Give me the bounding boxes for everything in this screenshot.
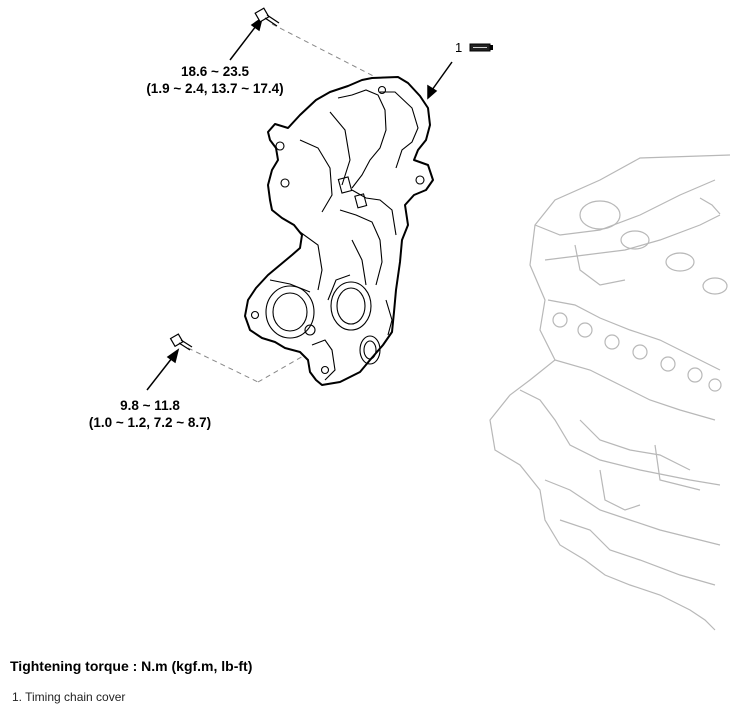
torque-top-converted: (1.9 ~ 2.4, 13.7 ~ 17.4) — [146, 81, 284, 96]
arrows — [146, 16, 453, 391]
cover-details — [250, 85, 425, 381]
timing-chain-cover-diagram — [146, 7, 730, 631]
torque-top-nm: 18.6 ~ 23.5 — [181, 64, 249, 79]
caption-title: Tightening torque : N.m (kgf.m, lb-ft) — [10, 658, 253, 674]
timing-chain-cover — [244, 76, 434, 386]
caption-item: 1. Timing chain cover — [12, 690, 126, 704]
engine-block-outline — [489, 154, 730, 631]
sealant-tube-icon — [469, 43, 493, 52]
leader-lines — [187, 23, 386, 383]
torque-bottom-converted: (1.0 ~ 1.2, 7.2 ~ 8.7) — [88, 415, 212, 430]
torque-spec-top-bolt: 18.6 ~ 23.5 (1.9 ~ 2.4, 13.7 ~ 17.4) — [120, 63, 310, 97]
bolt-icon — [254, 7, 280, 27]
callout-number: 1 — [455, 40, 463, 55]
bolt-icon — [169, 333, 193, 351]
torque-spec-bottom-bolt: 9.8 ~ 11.8 (1.0 ~ 1.2, 7.2 ~ 8.7) — [70, 397, 230, 431]
torque-bottom-nm: 9.8 ~ 11.8 — [120, 398, 180, 413]
